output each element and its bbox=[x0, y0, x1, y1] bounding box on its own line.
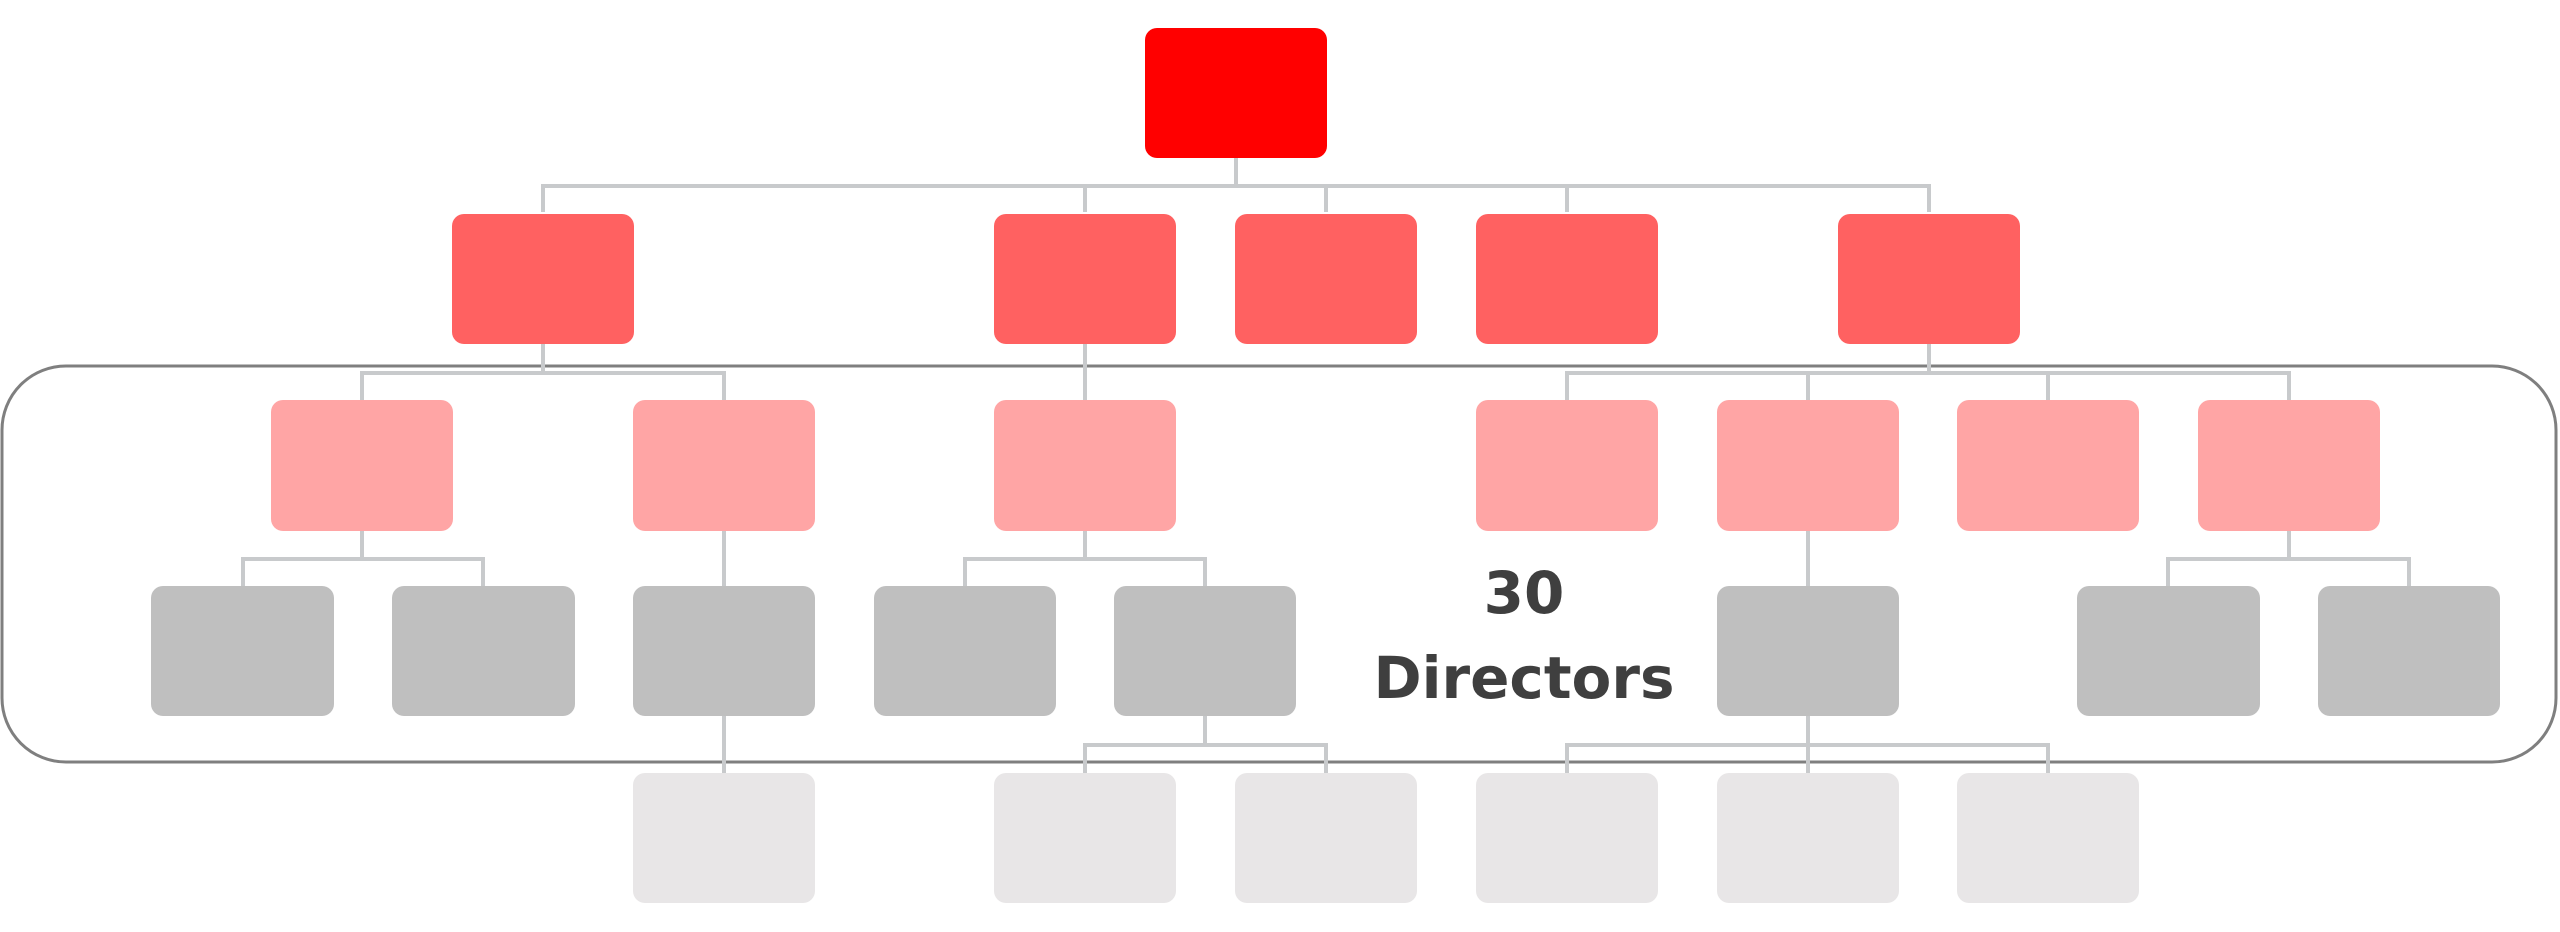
org-node bbox=[1145, 28, 1327, 158]
org-node bbox=[994, 214, 1176, 344]
org-node bbox=[1717, 773, 1899, 903]
connector-l2a-to-level3 bbox=[360, 342, 726, 400]
org-node bbox=[874, 586, 1056, 716]
org-node bbox=[633, 773, 815, 903]
org-node bbox=[633, 586, 815, 716]
directors-count: 30 bbox=[1484, 559, 1565, 627]
org-node bbox=[1476, 400, 1658, 531]
connector-l3c-to-level4 bbox=[963, 529, 1207, 586]
org-node bbox=[2198, 400, 2380, 531]
org-node bbox=[271, 400, 453, 531]
connector-l2e-to-level3 bbox=[1565, 342, 2291, 400]
directors-label: 30 Directors bbox=[1373, 559, 1674, 712]
org-node bbox=[392, 586, 575, 716]
org-node bbox=[151, 586, 334, 716]
org-node bbox=[1717, 586, 1899, 716]
org-node bbox=[2318, 586, 2500, 716]
org-node bbox=[1114, 586, 1296, 716]
org-node bbox=[1476, 214, 1658, 344]
org-level-1 bbox=[1145, 28, 1327, 158]
org-node bbox=[1476, 773, 1658, 903]
org-node bbox=[1838, 214, 2020, 344]
connectors bbox=[241, 156, 2411, 773]
org-node bbox=[1957, 773, 2139, 903]
connector-l3g-to-level4 bbox=[2166, 529, 2411, 586]
org-node bbox=[994, 400, 1176, 531]
org-node bbox=[2077, 586, 2260, 716]
org-level-3 bbox=[271, 400, 2380, 531]
org-node bbox=[1957, 400, 2139, 531]
directors-highlight-frame bbox=[0, 364, 2558, 764]
org-level-5 bbox=[633, 773, 2139, 903]
org-node bbox=[633, 400, 815, 531]
org-node bbox=[1235, 773, 1417, 903]
connector-l4f-to-level5 bbox=[1565, 714, 2050, 773]
connector-root-to-level2 bbox=[541, 156, 1931, 212]
org-node bbox=[1717, 400, 1899, 531]
connector-l3a-to-level4 bbox=[241, 529, 485, 586]
org-node bbox=[452, 214, 634, 344]
directors-title: Directors bbox=[1373, 644, 1674, 712]
org-node bbox=[994, 773, 1176, 903]
org-node bbox=[1235, 214, 1417, 344]
org-level-2 bbox=[452, 214, 2020, 344]
org-level-4 bbox=[151, 586, 2500, 716]
connector-l4e-to-level5 bbox=[1083, 714, 1328, 773]
